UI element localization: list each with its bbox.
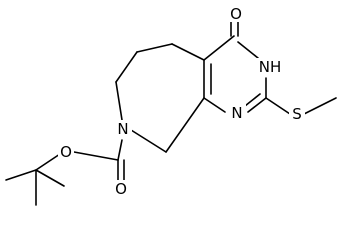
atom-s: S [292,105,302,123]
molecule-structure: O NH N N S O O [5,5,337,206]
boc-group-bonds [5,139,125,206]
bond-ctert-me3 [35,169,65,187]
ring-carbonyl-bonds [230,21,239,37]
bond-s-ch3 [303,97,337,115]
bond-c2-s [265,97,291,115]
atom-o-ester: O [60,143,72,161]
bond-c4-c4a [203,35,235,61]
atom-labels: O NH N N S O O [58,5,305,198]
pyrimidinone-ring-bonds [203,35,267,113]
bond-c4a-c5 [171,43,205,61]
bond-c7-n8 [115,81,123,121]
azepane-ring-bonds [115,43,205,153]
bond-c9-c8a [165,97,205,153]
bond-n1-c2 [247,97,267,113]
bond-c-o-ether [73,151,119,161]
methylthio-bonds [265,97,337,115]
bond-o-ctert [35,153,61,171]
atom-o-boc-carbonyl: O [115,180,127,198]
atom-n-azepane: N [117,120,128,138]
bond-n8-c-carbonyl [117,139,123,161]
bond-ctert-me2 [5,169,37,181]
atom-n-pyrimidine: N [231,104,242,122]
bond-c6-c7 [115,51,138,83]
bond-c8a-n1 [203,97,226,113]
atom-nh: NH [259,58,282,76]
bond-n8-c9 [130,129,167,153]
bond-n1-c2-double [244,93,261,107]
atom-o-carbonyl: O [230,5,242,23]
bond-n3-c4 [237,41,259,59]
bond-c5-c6 [136,43,173,53]
